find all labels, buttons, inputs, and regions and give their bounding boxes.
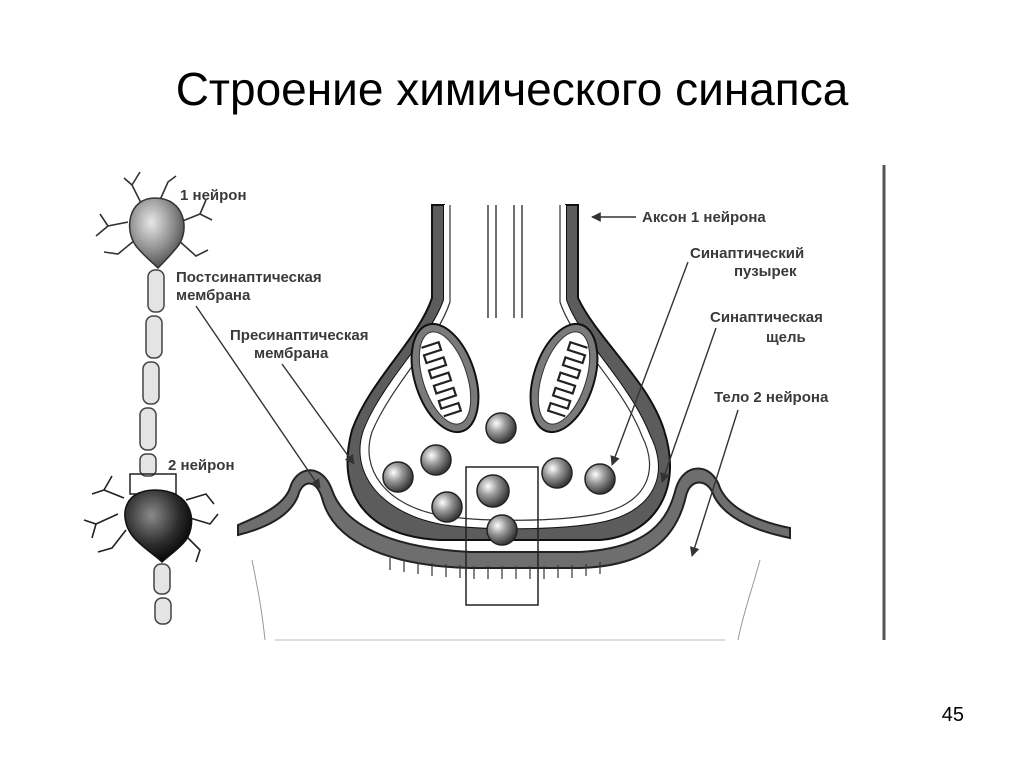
label-neuron2: 2 нейрон <box>168 457 235 474</box>
body2-outline-right <box>737 559 761 641</box>
microtubules <box>487 205 523 318</box>
label-cleft-1: Синаптическая <box>710 309 823 326</box>
neuron1-soma <box>128 197 185 270</box>
neuron2-dendrites <box>83 475 219 563</box>
pointer-body2 <box>689 409 739 557</box>
terminal-inner-line <box>368 205 651 521</box>
label-cleft-2: щель <box>766 329 806 346</box>
vesicle <box>584 463 616 495</box>
pointer-presynaptic <box>281 363 355 465</box>
myelin-sheath <box>139 269 172 625</box>
vesicle <box>420 444 452 476</box>
vesicle <box>485 412 517 444</box>
synaptic-vesicles <box>382 412 616 546</box>
label-body2: Тело 2 нейрона <box>714 389 829 406</box>
body2-outline-left <box>251 559 266 641</box>
pointer-postsynaptic <box>195 305 321 489</box>
vesicle <box>382 461 414 493</box>
synapse-terminal <box>237 204 791 641</box>
label-postsynaptic-1: Постсинаптическая <box>176 269 322 286</box>
label-axon: Аксон 1 нейрона <box>642 209 766 226</box>
neuron2-soma <box>124 489 193 564</box>
mitochondrion-left <box>410 322 480 434</box>
receptor-ticks <box>389 558 601 579</box>
label-neuron1: 1 нейрон <box>180 187 247 204</box>
vesicle <box>486 514 518 546</box>
page-number: 45 <box>941 704 964 726</box>
label-postsynaptic-2: мембрана <box>176 287 251 304</box>
pointer-cleft <box>660 327 717 483</box>
label-vesicle-1: Синаптический <box>690 245 804 262</box>
label-vesicle-2: пузырек <box>734 263 797 280</box>
mitochondrion-right <box>529 322 599 434</box>
neuron-chain <box>83 171 219 625</box>
zoom-rectangle <box>465 466 539 606</box>
label-presynaptic-1: Пресинаптическая <box>230 327 368 344</box>
neuron1-dendrites <box>95 171 213 257</box>
pointer-lines <box>195 212 739 557</box>
slide-title: Строение химического синапса <box>175 63 849 115</box>
pointer-vesicle <box>610 261 689 466</box>
vesicle <box>431 491 463 523</box>
vesicle <box>476 474 510 508</box>
label-presynaptic-2: мембрана <box>254 345 329 362</box>
vesicle <box>541 457 573 489</box>
postsynaptic-membrane <box>237 467 791 569</box>
